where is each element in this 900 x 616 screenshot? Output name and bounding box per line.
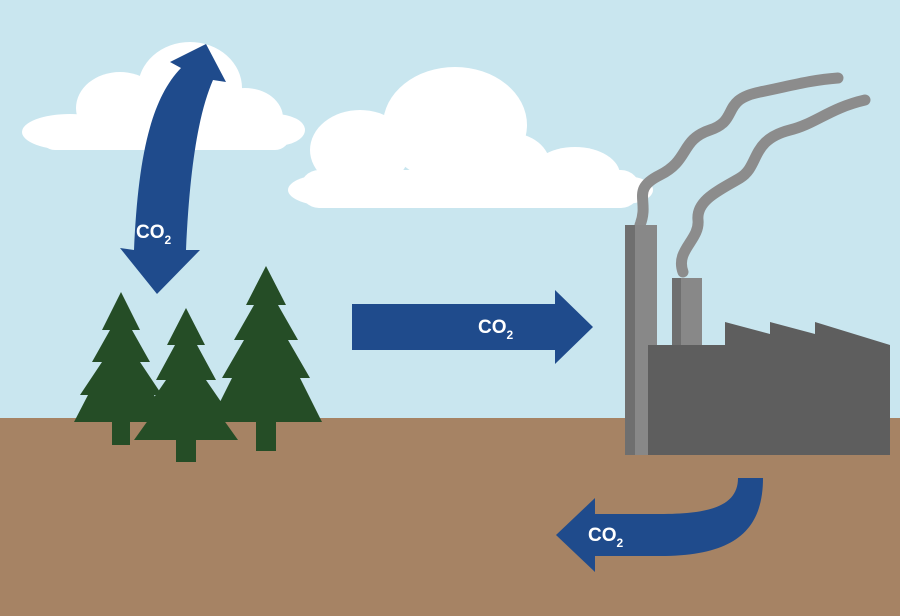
tree-icon	[134, 308, 238, 462]
ground-arrow-label: CO2	[588, 525, 624, 550]
arrow-icon	[556, 478, 763, 572]
down-arrow-label: CO2	[136, 222, 172, 247]
right-arrow-label: CO2	[478, 317, 514, 342]
smoke-icon	[675, 94, 871, 278]
tree-icon	[210, 266, 322, 451]
cloud-icon	[288, 67, 653, 208]
tree-icon	[74, 292, 168, 445]
arrow-icon	[120, 44, 226, 294]
factory-icon	[625, 225, 890, 455]
arrow-icon	[352, 290, 593, 364]
smoke-icon	[634, 72, 844, 231]
